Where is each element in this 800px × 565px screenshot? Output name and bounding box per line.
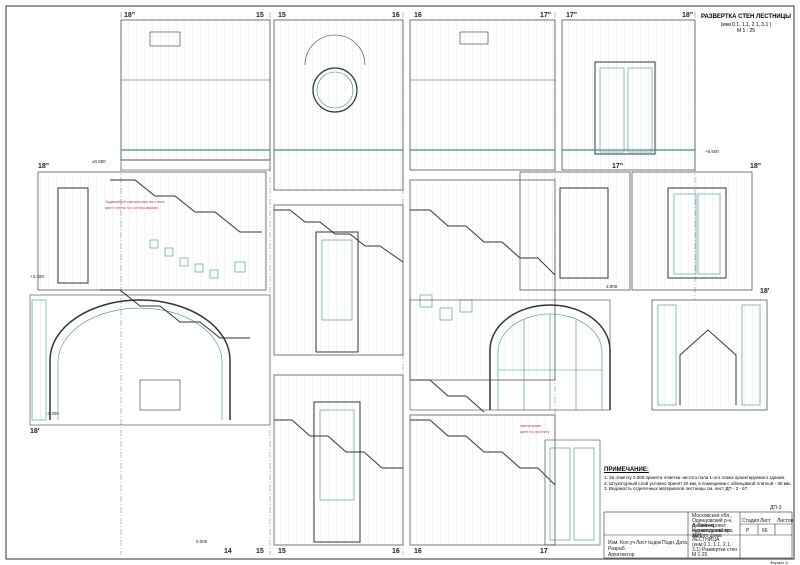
sheets-label: Листов xyxy=(777,518,794,524)
elevation-low-4 xyxy=(409,414,556,546)
annotation-red-2: цвет стены по согласованию xyxy=(105,205,159,210)
axis-label-mid-1: 18" xyxy=(38,163,50,170)
axis-label-top-5: 16 xyxy=(414,12,422,19)
drawing-title: РАЗВЕРТКА СТЕН ЛЕСТНИЦЫ xyxy=(701,14,791,20)
annotation-red-3: светильник xyxy=(520,423,541,428)
elevation-low-3 xyxy=(409,299,611,413)
sheet-title: ЛЕСТНИЦА (кнм.0.1, 1.1, 2.1, 3.1) Развер… xyxy=(692,537,738,553)
drawing-subtitle: (кнм.0.1, 1.1, 2.1, 3.1 ) М 1 : 25 xyxy=(700,22,792,34)
annotation-red-1: Задвижной светильник по стене xyxy=(105,199,165,204)
elevation-low-6 xyxy=(651,299,768,411)
level-mark-5: 3.900 xyxy=(606,284,618,289)
stage-value: Р xyxy=(746,528,750,534)
level-mark-6: 0.000 xyxy=(196,539,208,544)
role-list: Лист xyxy=(636,540,647,546)
axis-label-bottom-2: 15 xyxy=(256,548,264,555)
role-razrab: Разраб. xyxy=(608,546,627,552)
title-block-frame xyxy=(603,511,793,559)
elevation-low-1 xyxy=(29,289,271,426)
elevation-mid-2 xyxy=(273,204,404,356)
axis-label-bottom-6: 17 xyxy=(540,548,548,555)
sheet-label: Лист xyxy=(760,518,771,524)
axis-label-bottom-3: 15 xyxy=(278,548,286,555)
notes-heading: ПРИМЕЧАНИЕ: xyxy=(604,467,649,473)
sheet-border xyxy=(5,5,795,560)
level-mark-4: -3.300 xyxy=(46,411,59,416)
role-kol: Кол.уч xyxy=(620,540,635,546)
axis-label-left-lower: 18' xyxy=(30,428,40,435)
project-address: Московская обл., Одинцовский р-н, п. Лик… xyxy=(692,513,733,539)
notes-item-3: 3. Ведомость отделочных материалов лестн… xyxy=(604,486,749,491)
elevation-top-3 xyxy=(409,19,556,171)
role-architect: Архитектор xyxy=(608,552,635,558)
project-name: Дизайн-проект индивидуального жилого дом… xyxy=(692,523,733,539)
axis-label-bottom-4: 16 xyxy=(392,548,400,555)
level-mark-2: +3.300 xyxy=(30,274,44,279)
axis-label-top-4: 16 xyxy=(392,12,400,19)
elevation-low-5 xyxy=(544,439,601,546)
sheet-number: 66 xyxy=(762,528,768,534)
sheet-code: ДП-3 xyxy=(770,505,782,511)
elevation-mid-5 xyxy=(631,171,753,291)
drawing-subtitle-rooms: (кнм.0.1, 1.1, 2.1, 3.1 ) xyxy=(720,22,772,28)
axis-lines xyxy=(120,12,696,555)
axis-label-bottom-5: 16 xyxy=(414,548,422,555)
axis-label-top-1: 18" xyxy=(124,12,136,19)
axis-label-top-2: 15 xyxy=(256,12,264,19)
axis-label-bottom-1: 14 xyxy=(224,548,232,555)
elevation-top-2 xyxy=(273,19,404,191)
elevation-low-2 xyxy=(273,374,404,546)
sheet-scale: М 1:25 xyxy=(692,552,708,558)
axis-label-top-8: 18" xyxy=(682,12,694,19)
axis-label-top-7: 17" xyxy=(566,12,578,19)
elevation-top-4 xyxy=(561,19,696,171)
notes-item-2: 2. Штукатурный слой условно принят 20 мм… xyxy=(604,480,792,486)
axis-label-mid-2: 17" xyxy=(612,163,624,170)
elevation-mid-4 xyxy=(519,171,631,291)
drawing-scale: М 1 : 25 xyxy=(736,28,756,34)
level-mark-1: ±0.000 xyxy=(92,159,106,164)
annotation-red-4: цвет по проекту xyxy=(520,429,550,434)
role-ndoc: №док xyxy=(648,540,662,546)
role-podp: Подп. xyxy=(662,540,676,546)
elevation-mid-1 xyxy=(37,171,267,291)
role-date: Дата xyxy=(676,540,688,546)
role-izm: Изм. xyxy=(608,540,619,546)
elevation-top-1 xyxy=(120,19,271,171)
sheet-format: Формат А xyxy=(770,560,788,565)
notes-block: ПРИМЕЧАНИЕ: 1. За отметку 0.000 принята … xyxy=(604,467,794,492)
level-mark-3: +6.500 xyxy=(705,149,719,154)
stage-label: Стадия xyxy=(742,518,760,524)
axis-label-top-3: 15 xyxy=(278,12,286,19)
axis-label-top-6: 17" xyxy=(540,12,552,19)
notes-item-1: 1. За отметку 0.000 принята отметка чист… xyxy=(604,475,786,480)
axis-label-mid-3: 18" xyxy=(750,163,762,170)
axis-label-right-lower: 18' xyxy=(760,288,770,295)
